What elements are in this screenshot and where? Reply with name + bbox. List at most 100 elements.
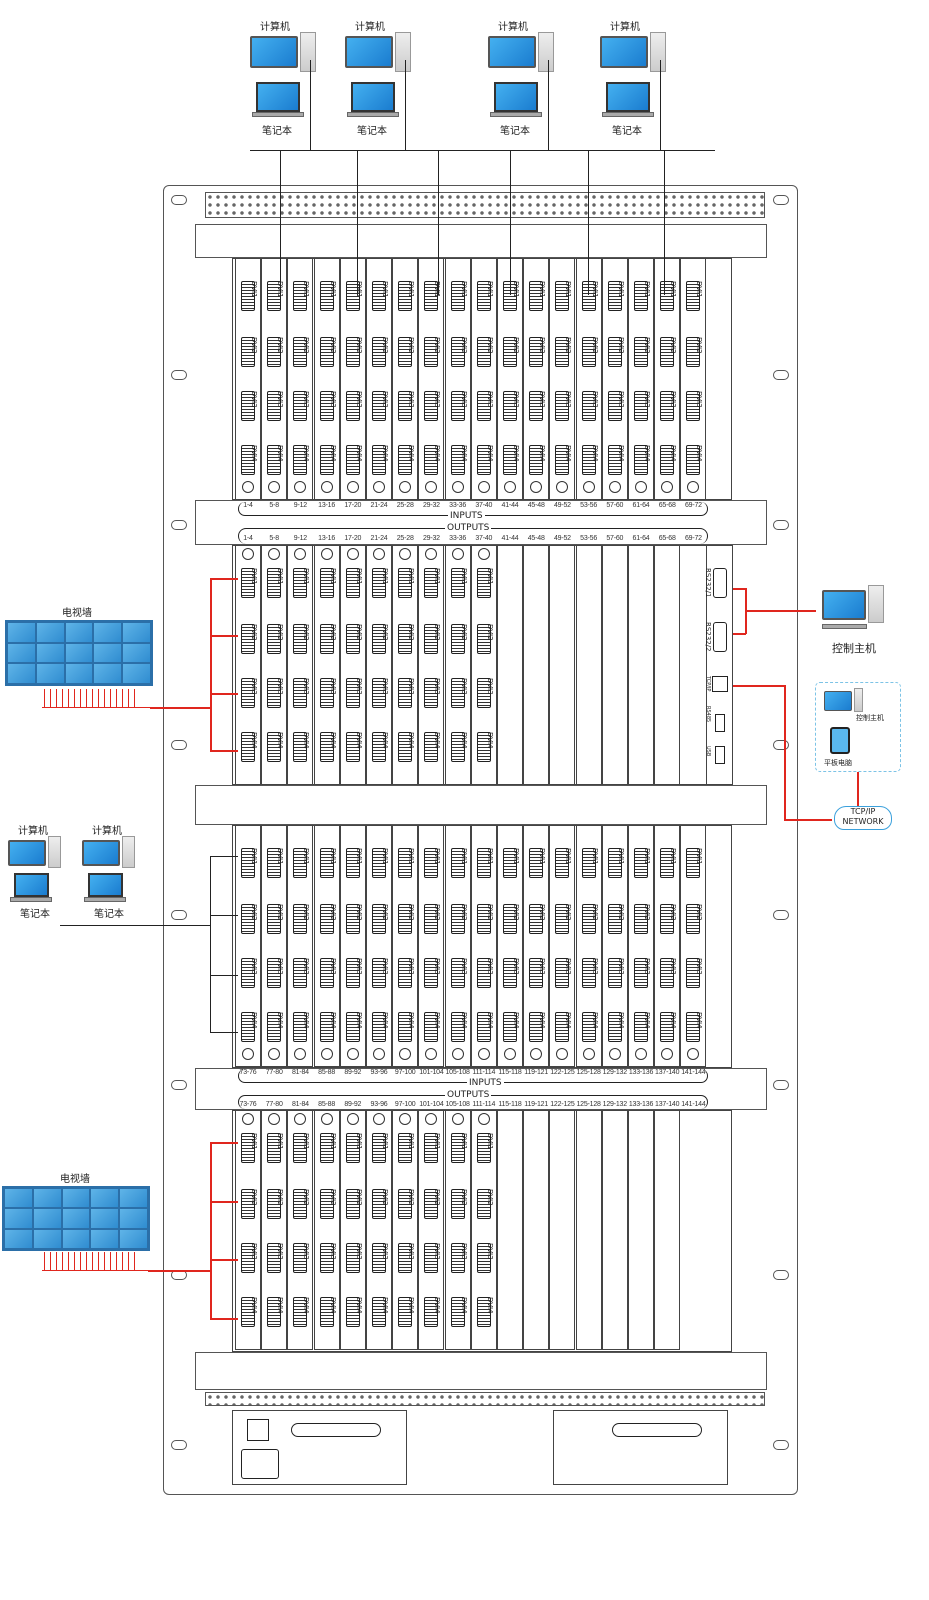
dvi-port[interactable] [293, 1243, 308, 1273]
dvi-port[interactable] [267, 281, 282, 311]
dvi-port[interactable] [319, 1189, 334, 1219]
dvi-port[interactable] [424, 1133, 439, 1163]
dvi-port[interactable] [241, 1243, 255, 1273]
dvi-port[interactable] [345, 1133, 360, 1163]
dvi-port[interactable] [686, 848, 701, 878]
dvi-port[interactable] [293, 391, 308, 421]
dvi-port[interactable] [634, 958, 648, 988]
dvi-port[interactable] [319, 958, 334, 988]
dvi-port[interactable] [555, 848, 570, 878]
dvi-port[interactable] [372, 1012, 386, 1042]
usb-port[interactable] [715, 746, 725, 764]
dvi-port[interactable] [660, 391, 675, 421]
dvi-port[interactable] [450, 568, 465, 598]
dvi-port[interactable] [686, 958, 701, 988]
dvi-port[interactable] [319, 568, 334, 598]
dvi-port[interactable] [398, 1297, 413, 1327]
dvi-port[interactable] [686, 904, 701, 934]
dvi-port[interactable] [345, 1012, 360, 1042]
dvi-port[interactable] [293, 848, 308, 878]
dvi-port[interactable] [372, 391, 386, 421]
rs485-port[interactable] [715, 714, 725, 732]
dvi-port[interactable] [424, 1012, 439, 1042]
dvi-port[interactable] [686, 1012, 701, 1042]
dvi-port[interactable] [476, 1243, 491, 1273]
dvi-port[interactable] [476, 1133, 491, 1163]
dvi-port[interactable] [241, 281, 255, 311]
dvi-port[interactable] [345, 1189, 360, 1219]
dvi-port[interactable] [398, 1189, 413, 1219]
dvi-port[interactable] [345, 1243, 360, 1273]
dvi-port[interactable] [293, 1189, 308, 1219]
dvi-port[interactable] [607, 281, 622, 311]
dvi-port[interactable] [634, 904, 648, 934]
dvi-port[interactable] [372, 445, 386, 475]
dvi-port[interactable] [241, 848, 255, 878]
dvi-port[interactable] [293, 1297, 308, 1327]
dvi-port[interactable] [555, 281, 570, 311]
dvi-port[interactable] [424, 337, 439, 367]
dvi-port[interactable] [398, 678, 413, 708]
dvi-port[interactable] [372, 624, 386, 654]
ethernet-port[interactable] [712, 676, 728, 692]
dvi-port[interactable] [267, 624, 282, 654]
dvi-port[interactable] [660, 281, 675, 311]
dvi-port[interactable] [476, 904, 491, 934]
dvi-port[interactable] [319, 678, 334, 708]
dvi-port[interactable] [424, 445, 439, 475]
dvi-port[interactable] [476, 678, 491, 708]
dvi-port[interactable] [607, 445, 622, 475]
dvi-port[interactable] [660, 848, 675, 878]
dvi-port[interactable] [424, 1243, 439, 1273]
dvi-port[interactable] [319, 1133, 334, 1163]
dvi-port[interactable] [503, 904, 517, 934]
dvi-port[interactable] [450, 624, 465, 654]
dvi-port[interactable] [293, 568, 308, 598]
dvi-port[interactable] [660, 958, 675, 988]
dvi-port[interactable] [241, 904, 255, 934]
dvi-port[interactable] [241, 568, 255, 598]
dvi-port[interactable] [372, 1133, 386, 1163]
dvi-port[interactable] [398, 337, 413, 367]
dvi-port[interactable] [319, 337, 334, 367]
dvi-port[interactable] [319, 624, 334, 654]
dvi-port[interactable] [319, 848, 334, 878]
dvi-port[interactable] [267, 391, 282, 421]
dvi-port[interactable] [267, 958, 282, 988]
dvi-port[interactable] [319, 1243, 334, 1273]
rs232-1-port[interactable] [713, 568, 727, 598]
dvi-port[interactable] [372, 732, 386, 762]
dvi-port[interactable] [476, 1297, 491, 1327]
dvi-port[interactable] [241, 732, 255, 762]
dvi-port[interactable] [293, 678, 308, 708]
dvi-port[interactable] [450, 1012, 465, 1042]
dvi-port[interactable] [476, 1012, 491, 1042]
dvi-port[interactable] [555, 1012, 570, 1042]
dvi-port[interactable] [476, 568, 491, 598]
psu-handle[interactable] [612, 1423, 702, 1437]
dvi-port[interactable] [241, 1133, 255, 1163]
dvi-port[interactable] [372, 568, 386, 598]
dvi-port[interactable] [293, 624, 308, 654]
dvi-port[interactable] [450, 391, 465, 421]
dvi-port[interactable] [372, 678, 386, 708]
dvi-port[interactable] [450, 281, 465, 311]
dvi-port[interactable] [581, 337, 596, 367]
dvi-port[interactable] [450, 337, 465, 367]
dvi-port[interactable] [660, 445, 675, 475]
dvi-port[interactable] [503, 848, 517, 878]
dvi-port[interactable] [241, 337, 255, 367]
dvi-port[interactable] [267, 1189, 282, 1219]
dvi-port[interactable] [476, 337, 491, 367]
dvi-port[interactable] [293, 281, 308, 311]
dvi-port[interactable] [319, 391, 334, 421]
dvi-port[interactable] [529, 337, 544, 367]
dvi-port[interactable] [450, 732, 465, 762]
dvi-port[interactable] [345, 678, 360, 708]
dvi-port[interactable] [424, 1297, 439, 1327]
dvi-port[interactable] [398, 732, 413, 762]
dvi-port[interactable] [398, 568, 413, 598]
dvi-port[interactable] [345, 732, 360, 762]
dvi-port[interactable] [241, 624, 255, 654]
dvi-port[interactable] [241, 678, 255, 708]
